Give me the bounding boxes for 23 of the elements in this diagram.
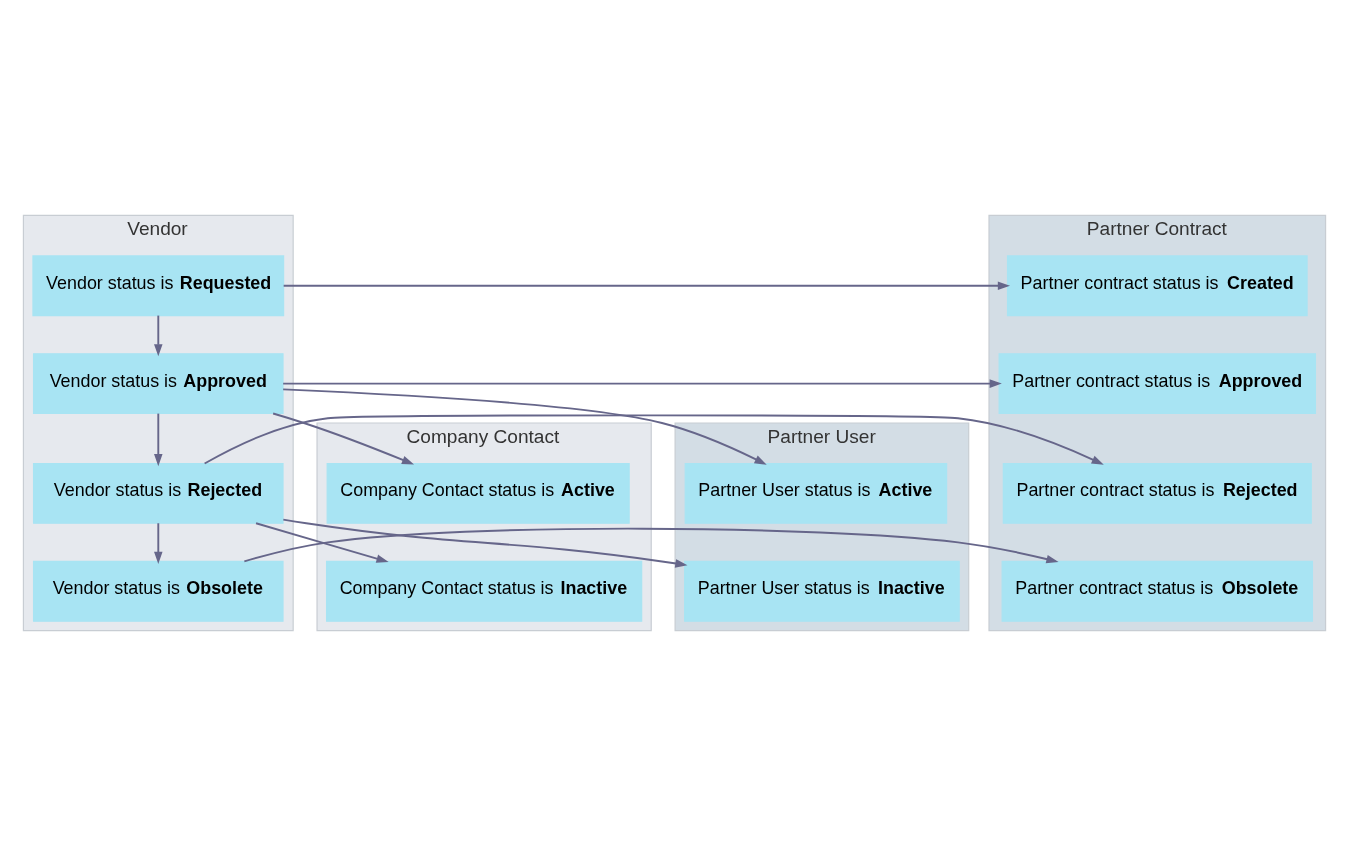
arrow: [272, 412, 415, 465]
node-box: Vendor status is Approved: [32, 352, 284, 414]
node-box: Partner contract status is Obsolete: [1001, 560, 1314, 622]
arrow: [282, 518, 688, 568]
arrow: [154, 314, 163, 356]
arrow: [243, 527, 1059, 563]
arrow: [154, 412, 163, 466]
node-box: Vendor status is Obsolete: [32, 560, 284, 622]
node-box: Vendor status is Requested: [32, 254, 285, 316]
arrow: [154, 521, 163, 564]
arrow: [282, 378, 1002, 388]
node-box: Partner contract status is Approved: [998, 352, 1317, 414]
arrow: [282, 280, 1010, 290]
arrow: [282, 387, 767, 465]
node-box: Company Contact status is Inactive: [326, 560, 643, 622]
node-box: Partner User status is Inactive: [684, 560, 960, 622]
node-box: Partner contract status is Rejected: [1002, 462, 1312, 524]
node-box: Partner contract status is Created: [1006, 254, 1308, 316]
arrow: [255, 521, 389, 563]
arrow: [203, 413, 1104, 465]
node-box: Company Contact status is Active: [326, 462, 630, 524]
node-box: Vendor status is Rejected: [32, 462, 284, 524]
node-box: Partner User status is Active: [684, 462, 948, 524]
